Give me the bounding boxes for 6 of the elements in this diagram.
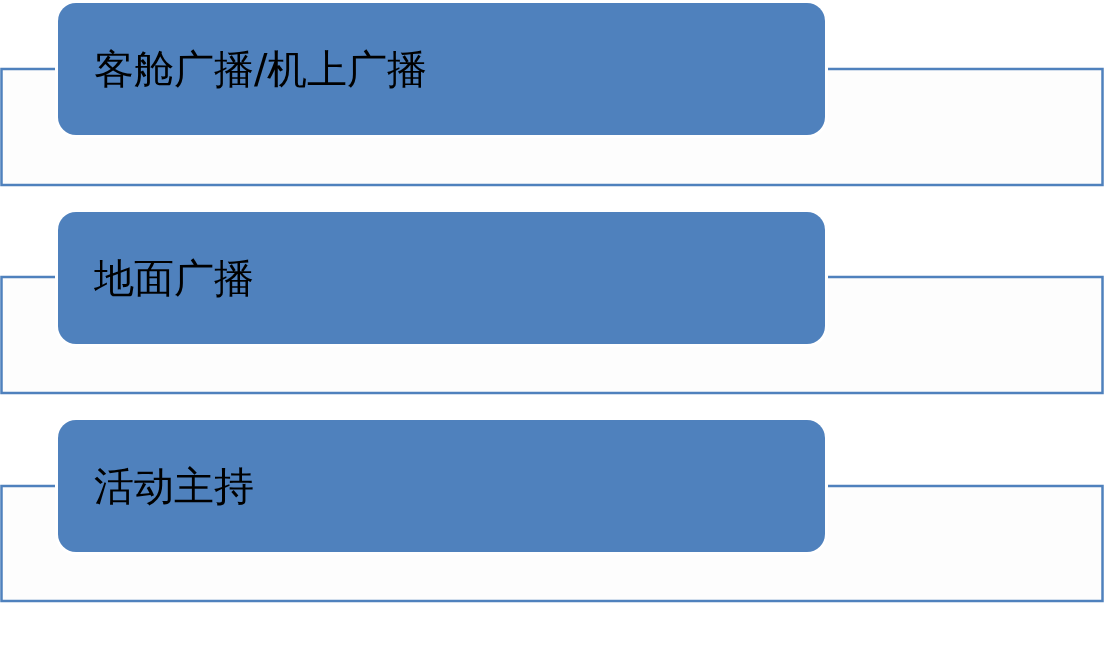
item-label: 客舱广播/机上广播 [94, 47, 428, 91]
list-item-box [58, 420, 825, 552]
list-item-box [58, 3, 825, 135]
item-label: 地面广播 [94, 256, 254, 300]
item-label: 活动主持 [94, 464, 254, 508]
list-item-box [58, 212, 825, 344]
